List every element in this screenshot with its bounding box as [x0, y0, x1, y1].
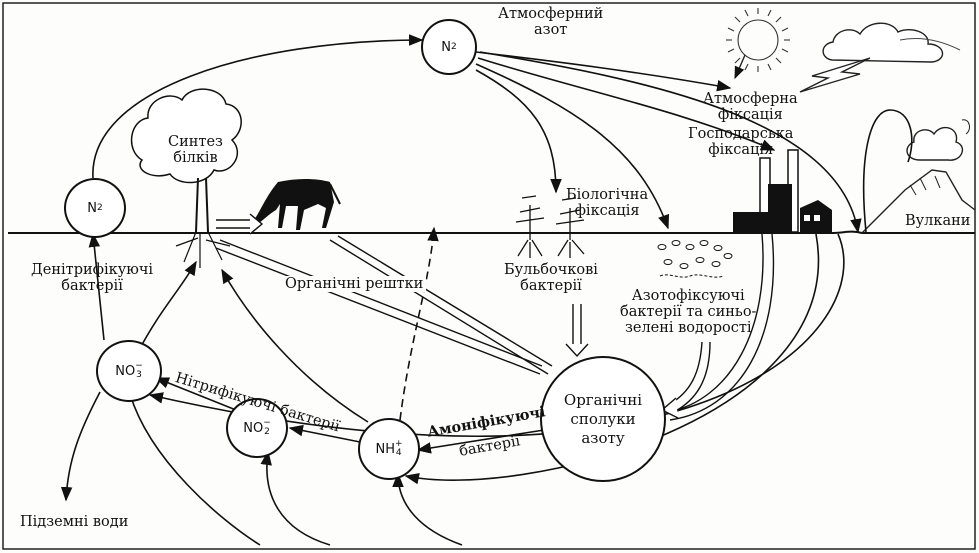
plant-remains-arrow — [215, 239, 543, 375]
organic-line-3: азоту — [581, 428, 625, 447]
nh4-base: NH — [375, 441, 395, 457]
label-protein-synthesis: Синтез білків — [168, 134, 223, 166]
label-azotobacteria: Азотофіксуючі бактерії та синьо- зелені … — [620, 288, 756, 336]
horse-icon — [254, 179, 341, 230]
organic-line-1: Органічні — [563, 390, 643, 409]
cloud-icon — [822, 22, 944, 63]
azoto-line-3: зелені водорості — [624, 320, 752, 336]
arrow-bottom-to-nh4 — [392, 472, 463, 546]
label-biological-fixation: Біологічна фіксація — [566, 187, 648, 219]
label-groundwater: Підземні води — [20, 514, 129, 530]
cloud-detail — [899, 37, 961, 51]
atm-fixation-line-2: фіксація — [717, 107, 783, 123]
no3-base: NO — [115, 363, 136, 379]
label-industrial-fixation: Господарська фіксація — [688, 126, 793, 158]
arrow-no3-to-plants — [137, 260, 197, 353]
n2-top-sub: 2 — [451, 42, 457, 52]
no3-sub: 3 — [136, 370, 142, 380]
arrow-nh4-to-plants — [221, 268, 369, 423]
arrow-atmosphere-to-ground — [479, 51, 862, 234]
plant-to-animal-arrow — [216, 219, 256, 229]
no3-sup: − — [135, 361, 143, 371]
arrow-to-atmospheric-fixation — [475, 51, 732, 92]
azotobacteria-icon — [657, 240, 733, 278]
label-organic-remains: Органічні рештки — [282, 276, 427, 292]
nodule-line-2: бактерії — [520, 278, 582, 294]
bio-fixation-line-2: фіксація — [574, 203, 640, 219]
no2-sub: 2 — [264, 427, 270, 437]
label-denitrifying-bacteria: Денітрифікуючі бактерії — [31, 262, 153, 294]
bio-fixation-line-1: Біологічна — [566, 187, 649, 203]
sun-icon — [726, 8, 790, 72]
node-organic-nitrogen: Органічні сполуки азоту — [540, 356, 666, 482]
arrow-no3-to-n2 — [88, 232, 105, 341]
organic-line-2: сполуки — [570, 409, 636, 428]
no2-sup: − — [263, 418, 271, 428]
atm-nitrogen-line-1: Атмосферний — [498, 6, 604, 22]
arrow-organic-to-nh4 — [416, 429, 545, 454]
nh4-sub: 4 — [395, 448, 402, 458]
legume-plants-icon — [515, 195, 585, 258]
arrow-to-biological-fixation — [475, 63, 670, 230]
denitrifying-line-1: Денітрифікуючі — [31, 262, 154, 278]
arrow-industrial-to-nh4 — [404, 233, 820, 485]
n2-top-base: N — [441, 39, 451, 55]
n2-left-base: N — [87, 200, 97, 216]
ind-fixation-line-2: фіксація — [708, 142, 774, 158]
nodule-to-organic-arrow — [572, 304, 582, 346]
arrow-nh4-to-no2 — [288, 424, 361, 443]
sun-arrow — [734, 54, 746, 80]
node-nh4: NH+4 — [358, 418, 420, 480]
arrow-bottom-to-no3 — [129, 393, 261, 546]
label-volcanoes: Вулкани — [905, 213, 971, 229]
nodule-line-1: Бульбочкові — [504, 262, 598, 278]
azoto-line-1: Азотофіксуючі — [631, 288, 745, 304]
arrow-volcano-loop — [862, 109, 913, 233]
factory-icon — [733, 149, 832, 233]
node-no3: NO−3 — [96, 340, 162, 402]
lightning-icon — [799, 57, 871, 93]
arrow-denitrification-to-atmosphere — [92, 34, 424, 179]
arrow-bottom-to-no2 — [260, 450, 331, 546]
protein-line-1: Синтез — [168, 134, 223, 150]
animal-remains-arrow — [329, 235, 553, 375]
n2-left-sub: 2 — [97, 203, 103, 213]
atm-fixation-line-1: Атмосферна — [703, 91, 798, 107]
tree-icon — [130, 88, 242, 268]
node-no2: NO−2 — [226, 398, 288, 458]
double-arrows — [215, 213, 775, 421]
arrow-to-groundwater — [60, 391, 101, 502]
volcano-icon — [861, 119, 976, 234]
protein-line-2: білків — [173, 150, 218, 166]
industrial-to-organic-arrow — [667, 233, 775, 421]
no2-base: NO — [243, 420, 264, 436]
arrow-to-nodule-plants — [475, 69, 562, 194]
label-nodule-bacteria: Бульбочкові бактерії — [504, 262, 598, 294]
label-atmospheric-fixation: Атмосферна фіксація — [703, 91, 798, 123]
arrow-nh4-dashed-up — [399, 226, 439, 421]
denitrifying-line-2: бактерії — [61, 278, 123, 294]
arrow-to-industrial-fixation — [477, 57, 776, 151]
ind-fixation-line-1: Господарська — [688, 126, 794, 142]
azoto-line-2: бактерії та синьо- — [620, 304, 757, 320]
arrow-no2-to-no3 — [154, 377, 237, 411]
label-atmospheric-nitrogen: Атмосферний азот — [498, 6, 603, 38]
atm-nitrogen-line-2: азот — [534, 22, 568, 38]
nh4-sup: + — [394, 439, 403, 449]
